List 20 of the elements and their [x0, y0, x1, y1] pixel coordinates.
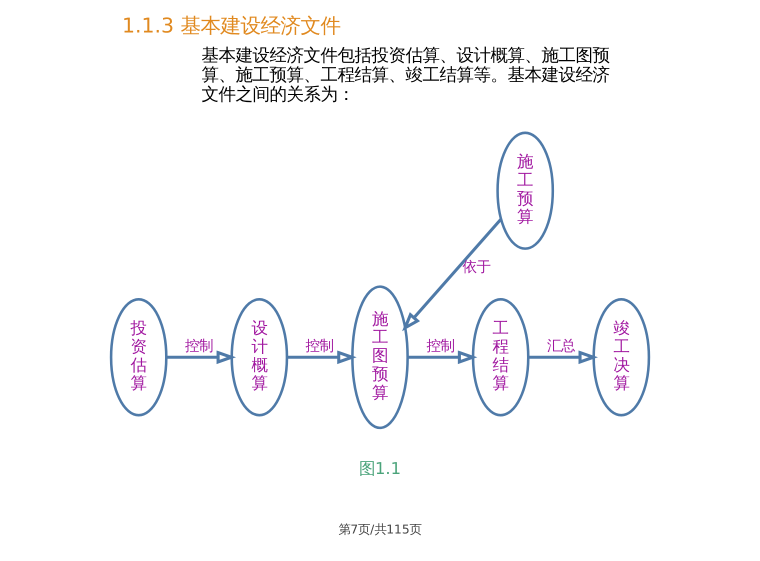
- node-ellipse: 投资估算: [110, 298, 168, 416]
- arrow: [166, 350, 236, 364]
- edge-label: 控制: [306, 338, 334, 354]
- label: 基本建设经济文件包括投资估算、设计概算、施工图预算、施工预算、工程结算、竣工结算等。基本建设经济文件之间的关系为：: [202, 46, 610, 105]
- node-ellipse: 工程结算: [472, 298, 530, 416]
- node-ellipse: 设计概算: [230, 298, 288, 416]
- node-ellipse: 竣工决算: [592, 298, 650, 416]
- edge-label: 控制: [426, 338, 454, 354]
- arrow: [402, 218, 502, 332]
- arrow: [287, 350, 357, 364]
- diagram-title: 1.1.3 基本建设经济文件: [122, 14, 340, 38]
- node-ellipse: 施工图预算: [351, 285, 409, 430]
- edge-label: 汇总: [546, 338, 575, 354]
- arrow: [528, 350, 598, 364]
- arrow: [408, 350, 478, 364]
- edge-label: 依于: [462, 259, 491, 276]
- label: 第7页/共115页: [338, 522, 422, 537]
- node-ellipse: 施工预算: [496, 132, 554, 250]
- caption: 图1.1: [359, 458, 401, 478]
- edge-label: 控制: [185, 338, 214, 354]
